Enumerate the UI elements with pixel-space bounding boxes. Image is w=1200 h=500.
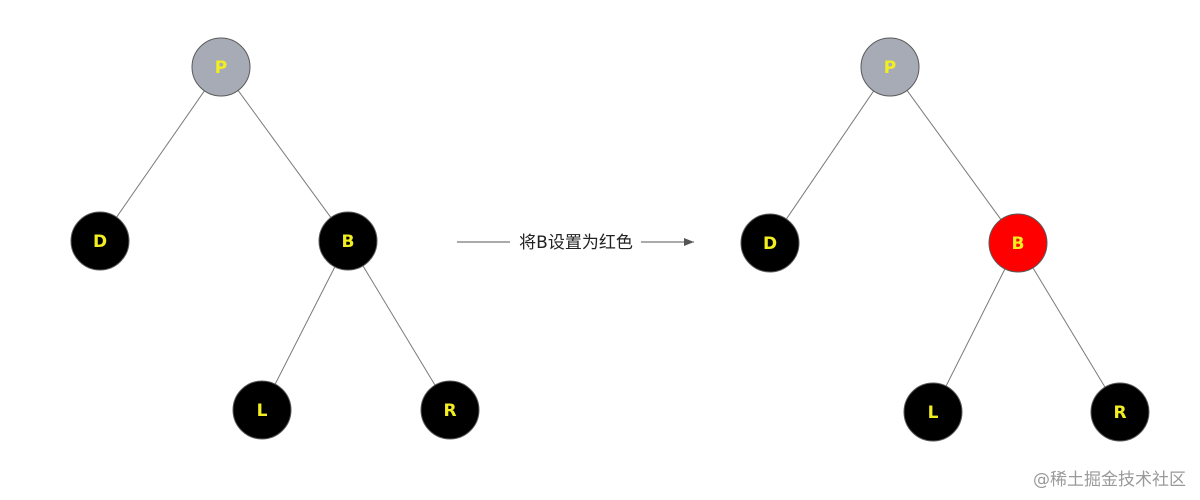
node-label: R bbox=[1113, 403, 1126, 423]
node-before-P: P bbox=[191, 37, 251, 97]
node-label: B bbox=[342, 232, 355, 252]
node-after-L: L bbox=[903, 382, 963, 442]
node-label: B bbox=[1012, 234, 1025, 254]
node-circle bbox=[70, 211, 130, 271]
node-label: R bbox=[443, 401, 456, 421]
node-circle bbox=[903, 382, 963, 442]
edge-before-P-B bbox=[237, 90, 332, 218]
watermark: @稀土掘金技术社区 bbox=[1033, 470, 1186, 490]
arrow-label: 将B设置为红色 bbox=[519, 233, 633, 253]
node-before-R: R bbox=[420, 380, 480, 440]
transition-arrow: 将B设置为红色 bbox=[457, 233, 694, 253]
node-circle bbox=[988, 213, 1048, 273]
edge-after-P-D bbox=[785, 90, 875, 220]
edge-after-B-R bbox=[1032, 267, 1106, 388]
node-after-R: R bbox=[1090, 382, 1150, 442]
node-before-L: L bbox=[232, 380, 292, 440]
node-before-B: B bbox=[318, 211, 378, 271]
edge-after-P-B bbox=[906, 90, 1002, 220]
edge-after-B-L bbox=[945, 268, 1006, 387]
node-circle bbox=[1090, 382, 1150, 442]
node-circle bbox=[420, 380, 480, 440]
node-before-D: D bbox=[70, 211, 130, 271]
node-label: D bbox=[763, 234, 777, 254]
edge-before-P-D bbox=[116, 90, 205, 218]
node-label: P bbox=[884, 58, 896, 78]
node-after-B: B bbox=[988, 213, 1048, 273]
node-circle bbox=[232, 380, 292, 440]
node-circle bbox=[860, 37, 920, 97]
node-circle bbox=[318, 211, 378, 271]
node-after-P: P bbox=[860, 37, 920, 97]
node-label: P bbox=[215, 58, 227, 78]
node-label: L bbox=[928, 403, 939, 423]
node-circle bbox=[191, 37, 251, 97]
node-label: L bbox=[257, 401, 268, 421]
node-label: D bbox=[93, 232, 107, 252]
node-circle bbox=[740, 213, 800, 273]
edge-before-B-L bbox=[274, 266, 336, 385]
node-after-D: D bbox=[740, 213, 800, 273]
tree-after: P D B L R bbox=[740, 37, 1150, 442]
tree-before: P D B L R bbox=[70, 37, 480, 440]
edge-before-B-R bbox=[362, 265, 436, 386]
